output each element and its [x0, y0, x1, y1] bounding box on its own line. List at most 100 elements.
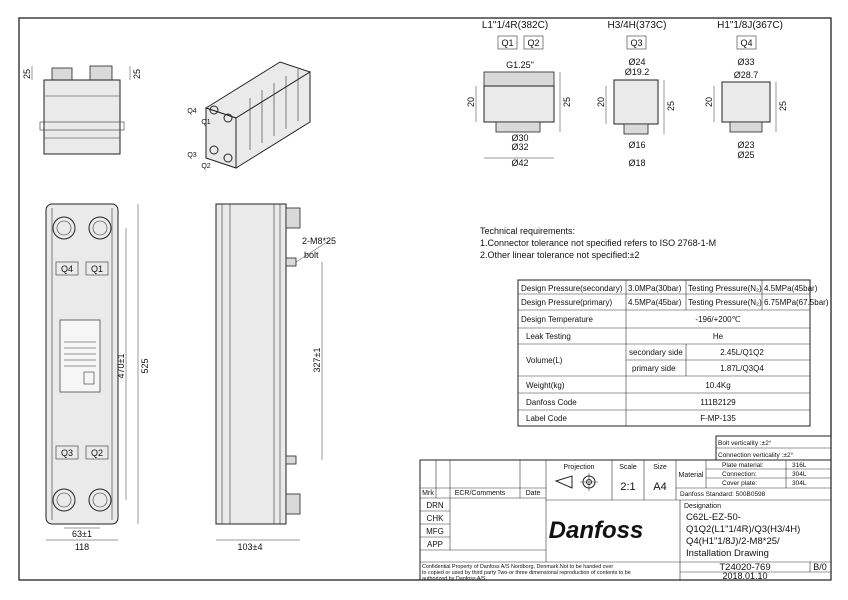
front-port-q2: Q2: [91, 448, 103, 458]
conn2-d16: Ø16: [628, 140, 645, 150]
note-bolt-verticality: Bolt verticality :±2°: [718, 439, 772, 447]
iso-port-q4: Q4: [187, 108, 196, 115]
profile-view: 2-M8*25 bolt 327±1 103±4: [215, 203, 336, 552]
conn3-d25: Ø25: [737, 150, 754, 160]
conn1-d32: Ø32: [511, 142, 528, 152]
conn-title-2: H3/4H(373C): [608, 20, 667, 31]
front-port-q1: Q1: [91, 264, 103, 274]
drawing-number: T24020-769: [719, 562, 770, 573]
spec-r0-c0: Design Pressure(secondary): [521, 284, 623, 293]
size-value: A4: [653, 481, 666, 493]
designation-line-4: Installation Drawing: [686, 548, 769, 559]
spec-r7-c1: 111B2129: [700, 398, 736, 407]
role-drn: DRN: [426, 501, 444, 510]
spec-r0-c1: 3.0MPa(30bar): [628, 284, 682, 293]
note-connection-verticality: Connection verticality :±2°: [718, 451, 794, 459]
tech-line-2: 2.Other linear tolerance not specified:±…: [480, 250, 640, 260]
title-block: Bolt verticality :±2° Connection vertica…: [419, 435, 832, 582]
material-plate-value: 316L: [792, 462, 807, 469]
iso-port-q3: Q3: [187, 152, 196, 159]
conn1-d42: Ø42: [511, 158, 528, 168]
spec-r1-c0: Design Pressure(primary): [521, 298, 612, 307]
front-view: Q4 Q1 Q3 Q2 470±1 525 63±1 118: [45, 203, 150, 552]
conn3-d287: Ø28.7: [734, 70, 759, 80]
conn2-d24: Ø24: [628, 57, 645, 67]
conn3-dim-20: 20: [704, 97, 714, 107]
drawing-date: 2018.01.10: [722, 571, 767, 581]
spec-r4-c0: Volume(L): [526, 356, 563, 365]
conn1-dim-25: 25: [562, 97, 572, 107]
spec-r4-c2: 2.45L/Q1Q2: [720, 348, 764, 357]
spec-r4-c1: secondary side: [629, 348, 683, 357]
front-dim-525: 525: [140, 358, 150, 373]
material-label: Material: [679, 472, 704, 479]
material-connection: Connection:: [722, 471, 757, 478]
material-cover: Cover plate:: [722, 480, 757, 487]
connection-details: L1"1/4R(382C) Q1 Q2 G1.25" 20 25 Ø30 Ø32…: [466, 20, 788, 168]
spec-r7-c0: Danfoss Code: [526, 398, 577, 407]
designation-line-3: Q4(H1"1/8J)/2-M8*25/: [686, 536, 780, 547]
profile-dim-103: 103±4: [238, 542, 263, 552]
spec-r5-c0: primary side: [632, 364, 676, 373]
profile-bolt-spec: 2-M8*25: [302, 236, 336, 246]
tech-line-1: 1.Connector tolerance not specified refe…: [480, 238, 716, 248]
confidential-line-3: authorized by Danfoss A/S.: [422, 576, 487, 582]
designation-line-2: Q1Q2(L1"1/4R)/Q3(H3/4H): [686, 524, 800, 535]
material-connection-value: 304L: [792, 471, 807, 478]
confidential-line-1: Confidential Property of Danfoss A/S Nor…: [422, 564, 613, 570]
designation-line-1: C62L-EZ-50-: [686, 512, 741, 523]
conn3-dim-25: 25: [778, 101, 788, 111]
profile-bolt-label: bolt: [304, 250, 319, 260]
profile-dim-327: 327±1: [312, 348, 322, 373]
spec-r0-c2: Testing Pressure(N₂): [688, 284, 762, 293]
conn-title-3: H1"1/8J(367C): [717, 20, 783, 31]
conn3-d23: Ø23: [737, 140, 754, 150]
rev-header-mrk: Mrk: [422, 490, 434, 497]
side-view: 25 25: [22, 65, 142, 155]
spec-r3-c1: He: [713, 332, 724, 341]
role-chk: CHK: [427, 514, 445, 523]
spec-r2-c1: -196/+200℃: [695, 315, 740, 324]
role-mfg: MFG: [426, 527, 444, 536]
conn-tag-q1: Q1: [501, 38, 513, 48]
iso-view: Q4 Q1 Q3 Q2: [187, 61, 312, 170]
conn-tag-q4: Q4: [740, 38, 752, 48]
conn2-dim-20: 20: [596, 97, 606, 107]
spec-r1-c1: 4.5MPa(45bar): [628, 298, 682, 307]
conn3-d33: Ø33: [737, 57, 754, 67]
rev-header-ecr: ECR/Comments: [455, 490, 506, 497]
spec-r8-c1: F-MP-135: [700, 414, 736, 423]
spec-r0-c3: 4.5MPa(45bar): [764, 284, 818, 293]
side-dim-25-left: 25: [22, 69, 32, 79]
spec-r3-c0: Leak Testing: [526, 332, 571, 341]
spec-r6-c1: 10.4Kg: [705, 381, 730, 390]
conn-title-1: L1"1/4R(382C): [482, 20, 548, 31]
danfoss-standard: Danfoss Standard: 500B0598: [680, 491, 766, 498]
rev-header-date: Date: [526, 490, 541, 497]
tech-requirements: Technical requirements: 1.Connector tole…: [480, 226, 716, 260]
iso-port-q2: Q2: [201, 163, 210, 170]
front-dim-470: 470±1: [116, 354, 126, 379]
nameplate-label: [59, 319, 101, 393]
danfoss-logo: Danfoss: [549, 517, 644, 544]
material-cover-value: 304L: [792, 480, 807, 487]
side-dim-25-right: 25: [132, 69, 142, 79]
size-label: Size: [653, 464, 667, 471]
scale-value: 2:1: [620, 481, 635, 493]
front-dim-118: 118: [75, 542, 89, 552]
confidential-line-2: to copied or used by third party Two-or …: [422, 570, 631, 576]
front-port-q3: Q3: [61, 448, 73, 458]
spec-r1-c3: 6.75MPa(67.5bar): [764, 298, 829, 307]
conn1-dim-20: 20: [466, 97, 476, 107]
spec-table: Design Pressure(secondary) 3.0MPa(30bar)…: [517, 279, 829, 427]
conn1-thread: G1.25": [506, 60, 534, 70]
projection-symbol: [554, 473, 598, 491]
material-plate: Plate material:: [722, 462, 764, 469]
spec-r6-c0: Weight(kg): [526, 381, 565, 390]
spec-r8-c0: Label Code: [526, 414, 567, 423]
role-app: APP: [427, 540, 443, 549]
conn-tag-q3: Q3: [630, 38, 642, 48]
designation-label: Designation: [684, 503, 721, 510]
conn2-d18: Ø18: [628, 158, 645, 168]
